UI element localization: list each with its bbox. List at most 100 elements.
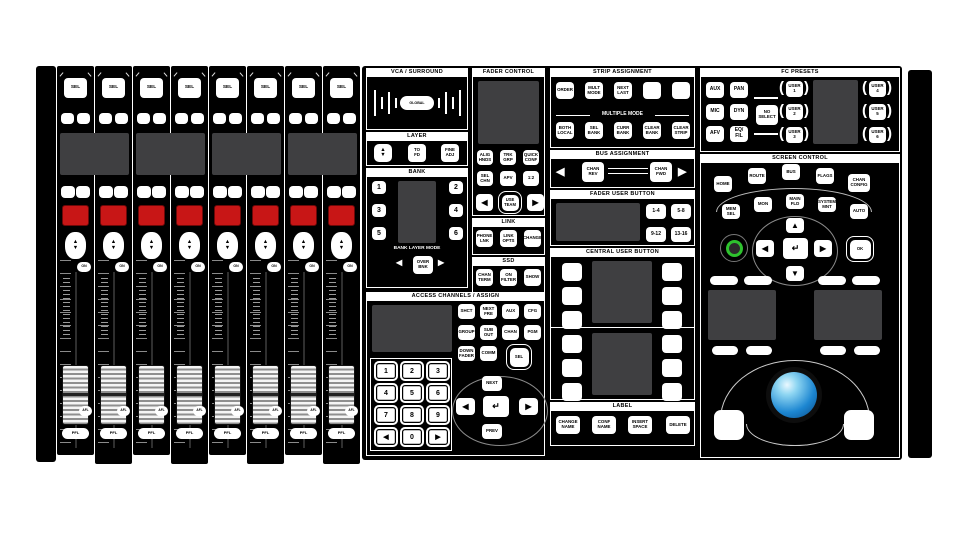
link-button[interactable]: PHONE LNK xyxy=(476,230,493,247)
strip-function-button[interactable] xyxy=(327,186,341,198)
user-4-button[interactable]: USER 4 xyxy=(869,81,886,97)
layer-flip-button[interactable]: ▲▼ xyxy=(255,232,276,259)
strip-function-button[interactable] xyxy=(289,186,303,198)
screen-pill-button[interactable] xyxy=(820,346,846,355)
screen-button[interactable]: CHAN CONFIG xyxy=(848,174,870,192)
screen-left-icon[interactable]: ◀ xyxy=(756,240,774,257)
pfl-button[interactable]: PFL xyxy=(328,428,355,439)
on-button[interactable]: ON xyxy=(229,262,243,272)
user-6-button[interactable]: USER 6 xyxy=(869,127,886,143)
layer-flip-button[interactable]: ▲▼ xyxy=(331,232,352,259)
bus-right-icon[interactable]: ▶ xyxy=(678,166,687,178)
keypad-8[interactable]: 8 xyxy=(400,405,424,425)
layer-flip-button[interactable]: ▲▼ xyxy=(141,232,162,259)
select-button[interactable]: SEL xyxy=(140,78,163,98)
access-right-icon[interactable]: ▶ xyxy=(519,398,538,415)
screen-encoder-knob[interactable] xyxy=(720,234,748,262)
strip-function-button[interactable] xyxy=(305,113,318,124)
fader-control-button[interactable]: SEL CHN xyxy=(477,171,493,186)
strip-function-button[interactable] xyxy=(213,113,226,124)
central-user-button[interactable] xyxy=(562,311,582,329)
access-next-button[interactable]: NEXT xyxy=(482,376,502,391)
pfl-button[interactable]: PFL xyxy=(62,428,89,439)
label-button[interactable]: CHANGE NAME xyxy=(556,416,580,434)
dyn-button[interactable]: DYN xyxy=(730,104,748,120)
keypad-9[interactable]: 9 xyxy=(426,405,450,425)
screen-button[interactable]: MON xyxy=(754,197,772,212)
afl-button[interactable]: AFL xyxy=(79,406,92,416)
screen-pill-button[interactable] xyxy=(852,276,880,285)
screen-button[interactable]: SYSTEM MNT xyxy=(818,197,836,212)
on-button[interactable]: ON xyxy=(191,262,205,272)
strip-assign-button[interactable]: ORDER xyxy=(556,82,574,99)
on-button[interactable]: ON xyxy=(115,262,129,272)
afl-button[interactable]: AFL xyxy=(307,406,320,416)
afl-button[interactable]: AFL xyxy=(117,406,130,416)
keypad-left-icon[interactable]: ◀ xyxy=(374,427,398,447)
central-user-button[interactable] xyxy=(662,287,682,305)
layer-flip-button[interactable]: ▲▼ xyxy=(293,232,314,259)
link-button[interactable]: CHANGE xyxy=(524,230,541,247)
screen-pill-button[interactable] xyxy=(818,276,846,285)
strip-function-button[interactable] xyxy=(213,186,227,198)
user-1-button[interactable]: USER 1 xyxy=(786,81,803,97)
access-left-icon[interactable]: ◀ xyxy=(456,398,475,415)
keypad-6[interactable]: 6 xyxy=(426,383,450,403)
bank-2-button[interactable]: 2 xyxy=(449,181,463,194)
fader-user-13-16[interactable]: 13-16 xyxy=(671,227,691,242)
strip-function-button[interactable] xyxy=(251,113,264,124)
central-user-button[interactable] xyxy=(562,335,582,353)
screen-down-icon[interactable]: ▼ xyxy=(786,266,804,281)
access-func-button[interactable]: COMM xyxy=(480,346,497,361)
central-user-button[interactable] xyxy=(662,383,682,401)
central-user-button[interactable] xyxy=(562,263,582,281)
strip-function-button[interactable] xyxy=(229,113,242,124)
afl-button[interactable]: AFL xyxy=(269,406,282,416)
ssd-button[interactable]: ON FILTER xyxy=(500,269,517,286)
pfl-button[interactable]: PFL xyxy=(214,428,241,439)
global-button[interactable]: GLOBAL xyxy=(400,96,434,110)
cut-button[interactable] xyxy=(252,205,279,226)
select-button[interactable]: SEL xyxy=(178,78,201,98)
cut-button[interactable] xyxy=(100,205,127,226)
cut-button[interactable] xyxy=(290,205,317,226)
fader-user-9-12[interactable]: 9-12 xyxy=(646,227,666,242)
select-button[interactable]: SEL xyxy=(102,78,125,98)
screen-button[interactable]: ROUTE xyxy=(748,168,766,184)
screen-pill-button[interactable] xyxy=(710,276,738,285)
label-button[interactable]: DELETE xyxy=(666,416,690,434)
strip-function-button[interactable] xyxy=(115,113,128,124)
cut-button[interactable] xyxy=(214,205,241,226)
bus-left-icon[interactable]: ◀ xyxy=(556,166,565,178)
select-button[interactable]: SEL xyxy=(254,78,277,98)
on-button[interactable]: ON xyxy=(343,262,357,272)
label-button[interactable]: CONF NAME xyxy=(592,416,616,434)
on-button[interactable]: ON xyxy=(267,262,281,272)
strip-function-button[interactable] xyxy=(61,113,74,124)
pfl-button[interactable]: PFL xyxy=(176,428,203,439)
access-enter-icon[interactable]: ↵ xyxy=(483,396,509,417)
trackball-right-button[interactable] xyxy=(844,410,874,440)
screen-button[interactable]: FLAGS xyxy=(816,168,834,184)
screen-up-icon[interactable]: ▲ xyxy=(786,218,804,233)
fader-control-button[interactable]: APV xyxy=(500,171,516,186)
fader-control-right-icon[interactable]: ▶ xyxy=(527,194,544,211)
access-func-button[interactable]: AUX xyxy=(502,304,519,319)
afl-button[interactable]: AFL xyxy=(231,406,244,416)
strip-assign-button[interactable] xyxy=(672,82,690,99)
multiple-mode-button[interactable]: CLEAR STRIP xyxy=(672,122,690,139)
user-3-button[interactable]: USER 3 xyxy=(786,127,803,143)
on-button[interactable]: ON xyxy=(305,262,319,272)
screen-button[interactable]: HOME xyxy=(714,176,732,192)
keypad-1[interactable]: 1 xyxy=(374,361,398,381)
keypad-7[interactable]: 7 xyxy=(374,405,398,425)
screen-ok-button[interactable]: OK xyxy=(846,236,874,262)
trackball-left-button[interactable] xyxy=(714,410,744,440)
fader-user-5-8[interactable]: 5-8 xyxy=(671,204,691,219)
screen-pill-button[interactable] xyxy=(712,346,738,355)
user-2-button[interactable]: USER 2 xyxy=(786,104,803,120)
keypad-2[interactable]: 2 xyxy=(400,361,424,381)
access-func-button[interactable]: CHAN xyxy=(502,325,519,340)
mic-button[interactable]: MIC xyxy=(706,104,724,120)
strip-function-button[interactable] xyxy=(190,186,204,198)
